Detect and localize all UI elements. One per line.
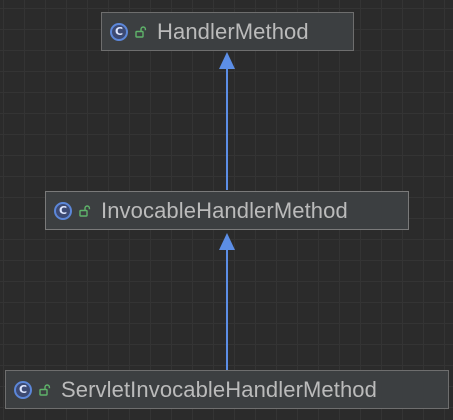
public-unlock-icon bbox=[79, 204, 91, 217]
class-node-servletinvocablehandlermethod[interactable]: C ServletInvocableHandlerMethod bbox=[5, 370, 449, 409]
edge-servlet-to-invocable[interactable] bbox=[219, 233, 235, 370]
arrowhead-icon bbox=[219, 52, 235, 69]
class-node-handlermethod[interactable]: C HandlerMethod bbox=[101, 12, 354, 51]
public-unlock-icon bbox=[135, 25, 147, 38]
class-icon: C bbox=[110, 22, 128, 41]
class-name: InvocableHandlerMethod bbox=[101, 197, 348, 223]
class-node-invocablehandlermethod[interactable]: C InvocableHandlerMethod bbox=[45, 191, 409, 230]
class-icon: C bbox=[54, 201, 72, 220]
arrowhead-icon bbox=[219, 233, 235, 250]
class-icon: C bbox=[14, 380, 32, 399]
edge-invocable-to-handlermethod[interactable] bbox=[219, 52, 235, 190]
public-unlock-icon bbox=[39, 383, 51, 396]
class-name: ServletInvocableHandlerMethod bbox=[61, 376, 377, 402]
class-name: HandlerMethod bbox=[157, 18, 309, 44]
